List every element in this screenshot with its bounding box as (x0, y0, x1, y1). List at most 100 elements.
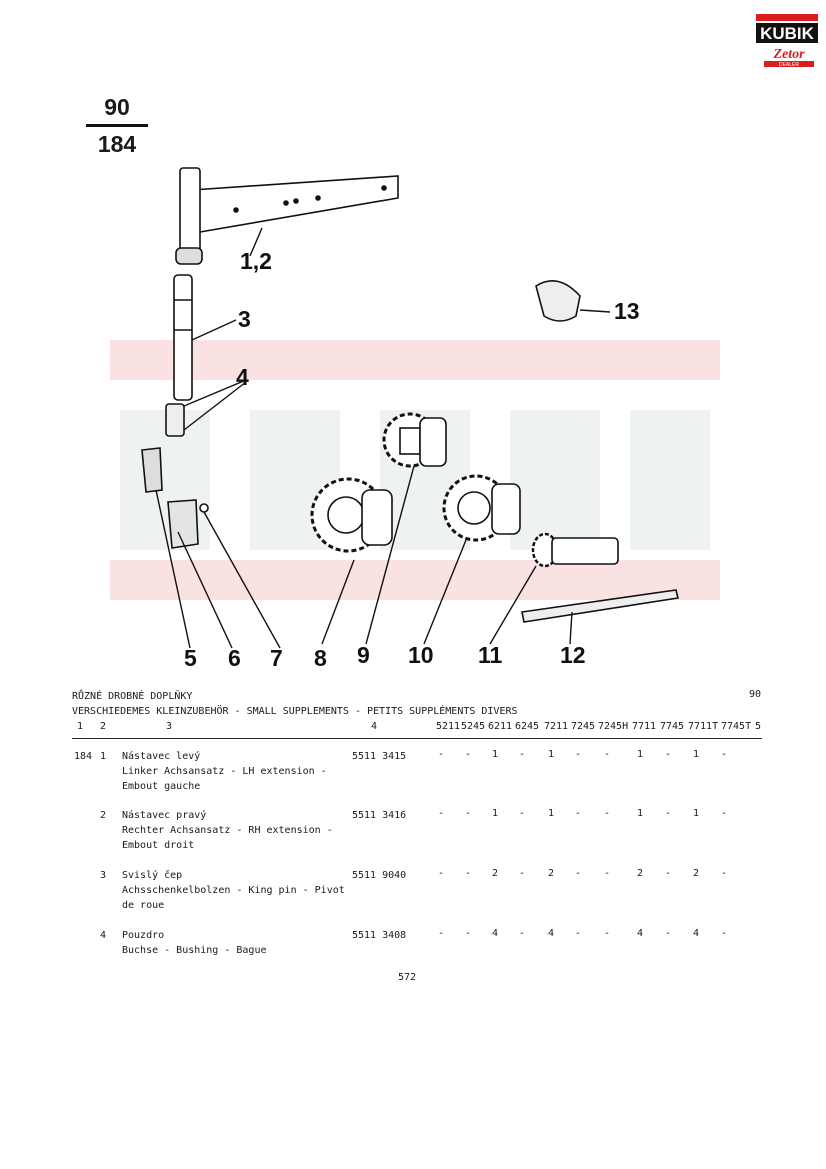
row-figure-number: 184 (74, 751, 93, 762)
quantity-cell: - (574, 928, 582, 939)
col-number-3: 3 (166, 721, 173, 732)
half-shell-part (535, 280, 581, 322)
fraction-bar (86, 124, 148, 127)
col-number-1: 1 (77, 721, 84, 732)
king-pin-part (173, 274, 193, 401)
table-title-multilingual: VERSCHIEDEMES KLEINZUBEHÖR - SMALL SUPPL… (72, 706, 518, 717)
gear-part-9 (382, 412, 447, 468)
row-description: Buchse - Bushing - Bague (122, 945, 267, 956)
extension-arm-part (191, 175, 399, 233)
quantity-cell: - (437, 808, 445, 819)
quantity-cell: - (664, 749, 672, 760)
row-part-number: 5511 3416 (352, 810, 407, 821)
quantity-cell: - (518, 749, 526, 760)
quantity-cell: 1 (692, 808, 700, 819)
quantity-cell: - (437, 868, 445, 879)
model-header: 7711T (688, 721, 719, 732)
model-header: 7245 (571, 721, 596, 732)
svg-text:KUBIK: KUBIK (760, 24, 815, 43)
group-number: 90 (104, 94, 130, 120)
quantity-cell: 1 (636, 808, 644, 819)
quantity-cell: - (720, 749, 728, 760)
callout-5: 5 (184, 645, 197, 671)
callout-1-2: 1,2 (240, 248, 272, 274)
quantity-cell: 2 (692, 868, 700, 879)
row-position: 3 (100, 870, 107, 881)
model-header: 7711 (632, 721, 657, 732)
quantity-cell: - (464, 868, 472, 879)
splined-shaft-part (531, 532, 619, 568)
quantity-cell: - (464, 928, 472, 939)
quantity-cell: - (464, 808, 472, 819)
quantity-cell: 4 (636, 928, 644, 939)
quantity-cell: - (518, 868, 526, 879)
callout-10: 10 (408, 642, 434, 668)
svg-text:Zetor: Zetor (772, 47, 805, 62)
row-name-cz: Nástavec pravý (122, 810, 207, 821)
quantity-cell: 1 (547, 749, 555, 760)
quantity-cell: - (664, 868, 672, 879)
leader-lines (155, 227, 611, 649)
table-header-rule (72, 738, 762, 739)
callout-4: 4 (236, 364, 249, 390)
quantity-cell: - (720, 808, 728, 819)
svg-text:DEALER: DEALER (779, 62, 799, 68)
model-header: 6211 (488, 721, 513, 732)
quantity-cell: 1 (692, 749, 700, 760)
col-number-2: 2 (100, 721, 107, 732)
quantity-cell: 2 (547, 868, 555, 879)
quantity-cell: - (720, 868, 728, 879)
quantity-cell: 1 (491, 808, 499, 819)
row-description: Linker Achsansatz - LH extension - Embou… (122, 766, 327, 792)
quantity-cell: 1 (491, 749, 499, 760)
table-group-number: 90 (749, 689, 762, 700)
callout-11: 11 (478, 642, 503, 668)
quantity-cell: 1 (547, 808, 555, 819)
gear-part-10 (442, 474, 521, 542)
quantity-cell: - (603, 749, 611, 760)
callout-7: 7 (270, 645, 283, 671)
model-header: 5 (755, 721, 762, 732)
quantity-cell: - (574, 868, 582, 879)
table-title-cz: RŮZNÉ DROBNÉ DOPLŇKY (72, 691, 193, 702)
quantity-cell: - (437, 749, 445, 760)
callout-12: 12 (560, 642, 586, 668)
callout-13: 13 (614, 298, 640, 324)
row-part-number: 5511 3408 (352, 930, 407, 941)
row-position: 4 (100, 930, 107, 941)
model-header: 5245 (461, 721, 486, 732)
flat-bar-part (521, 589, 679, 623)
extension-spindle-part (179, 167, 201, 261)
row-description: Rechter Achsansatz - RH extension - Embo… (122, 825, 333, 851)
row-name-cz: Nástavec levý (122, 751, 201, 762)
bushing-part (165, 403, 185, 437)
quantity-cell: - (603, 808, 611, 819)
quantity-cell: - (664, 928, 672, 939)
row-description: Achsschenkelbolzen - King pin - Pivot de… (122, 885, 345, 911)
dealer-watermark (110, 340, 720, 600)
model-header: 7245H (598, 721, 629, 732)
row-part-number: 5511 9040 (352, 870, 407, 881)
model-header: 7745 (660, 721, 685, 732)
bracket-part (141, 447, 163, 493)
callout-3: 3 (238, 306, 251, 332)
page-number: 572 (398, 972, 417, 983)
quantity-cell: 4 (692, 928, 700, 939)
quantity-cell: 1 (636, 749, 644, 760)
parts-illustration (141, 167, 679, 649)
callout-8: 8 (314, 645, 327, 671)
callout-9: 9 (357, 642, 370, 668)
row-position: 1 (100, 751, 107, 762)
quantity-cell: - (664, 808, 672, 819)
quantity-cell: - (464, 749, 472, 760)
quantity-cell: - (574, 808, 582, 819)
quantity-cell: - (603, 868, 611, 879)
row-name-cz: Pouzdro (122, 930, 165, 941)
quantity-cell: - (720, 928, 728, 939)
screw-part (199, 503, 209, 513)
model-header: 7211 (544, 721, 569, 732)
gear-part-8 (310, 477, 393, 553)
col-number-4: 4 (371, 721, 378, 732)
plate-part (167, 499, 199, 549)
model-header: 7745T (721, 721, 752, 732)
